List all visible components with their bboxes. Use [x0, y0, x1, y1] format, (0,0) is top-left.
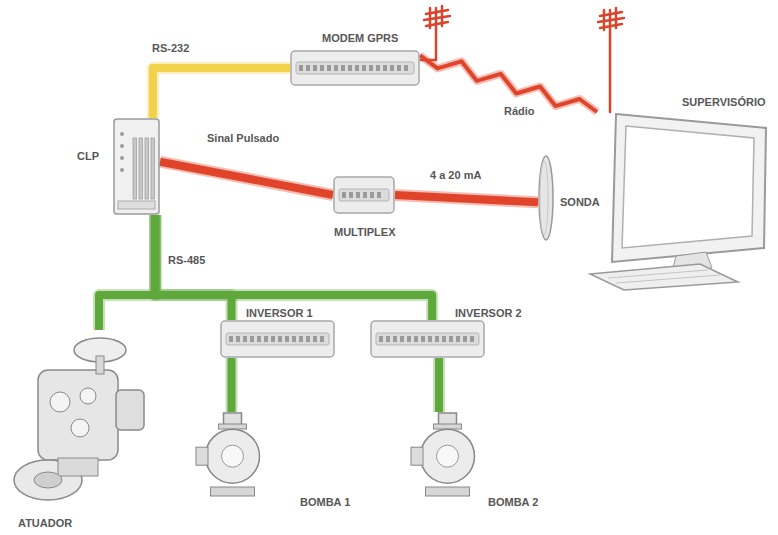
pump-symbol: BOMBA 2 [410, 412, 485, 497]
connector-line [155, 215, 231, 320]
node-label: MODEM GPRS [322, 32, 398, 44]
pump-symbol-shape [195, 412, 270, 497]
actuator-symbol-shape [8, 330, 148, 505]
connector-halo [160, 162, 333, 195]
signal-label: Rádio [504, 105, 535, 117]
actuator-symbol: ATUADOR [8, 330, 148, 505]
connector-line [160, 162, 333, 195]
connector-halo [153, 68, 290, 118]
antenna-right [598, 8, 624, 112]
bus-label: RS-485 [168, 254, 205, 266]
connector [153, 68, 290, 118]
pump-symbol-shape [410, 412, 485, 497]
inverter-box-shape [370, 320, 485, 358]
inverter-box: INVERSOR 1 [220, 320, 335, 358]
node-label: INVERSOR 1 [246, 307, 313, 319]
signal-label: 4 a 20 mA [430, 169, 481, 181]
connector [439, 358, 440, 412]
connector [160, 162, 333, 195]
modem-box-shape [290, 50, 420, 86]
pump-symbol: BOMBA 1 [195, 412, 270, 497]
probe-symbol-shape [538, 155, 554, 241]
connector-halo [433, 358, 445, 412]
connector-halo [155, 215, 231, 320]
connector-halo [395, 195, 538, 202]
inverter-box-shape [220, 320, 335, 358]
modem-box: MODEM GPRS [290, 50, 420, 86]
node-label: BOMBA 2 [488, 496, 538, 508]
multiplexer-box: MULTIPLEX [333, 176, 395, 214]
plc-box-shape [113, 118, 160, 215]
connector [99, 215, 155, 330]
node-label: MULTIPLEX [334, 226, 396, 238]
multiplexer-box-shape [333, 176, 395, 214]
antenna-left [421, 6, 450, 60]
node-label: ATUADOR [18, 517, 72, 529]
node-label: BOMBA 1 [300, 496, 350, 508]
node-label: SUPERVISÓRIO [682, 96, 766, 108]
connector-halo [99, 215, 155, 330]
computer-symbol-shape [588, 112, 768, 292]
probe-symbol: SONDA [538, 155, 554, 241]
connector [155, 215, 432, 320]
connector [231, 358, 232, 412]
connector-line [155, 215, 432, 320]
connector-line [153, 68, 290, 118]
connector [395, 195, 538, 202]
connector-line [228, 358, 236, 412]
connector-line [395, 195, 538, 202]
node-label: SONDA [560, 196, 600, 208]
signal-label: Sinal Pulsado [207, 132, 279, 144]
signal-label: RS-232 [152, 42, 189, 54]
node-label: CLP [77, 150, 99, 162]
connector-halo [155, 215, 432, 320]
computer-symbol: SUPERVISÓRIO [588, 112, 768, 292]
connector-line [99, 215, 155, 330]
connector-halo [226, 358, 238, 412]
inverter-box: INVERSOR 2 [370, 320, 485, 358]
connector-line [435, 358, 443, 412]
plc-box: CLP [113, 118, 160, 215]
node-label: INVERSOR 2 [455, 307, 522, 319]
connector [155, 215, 231, 320]
